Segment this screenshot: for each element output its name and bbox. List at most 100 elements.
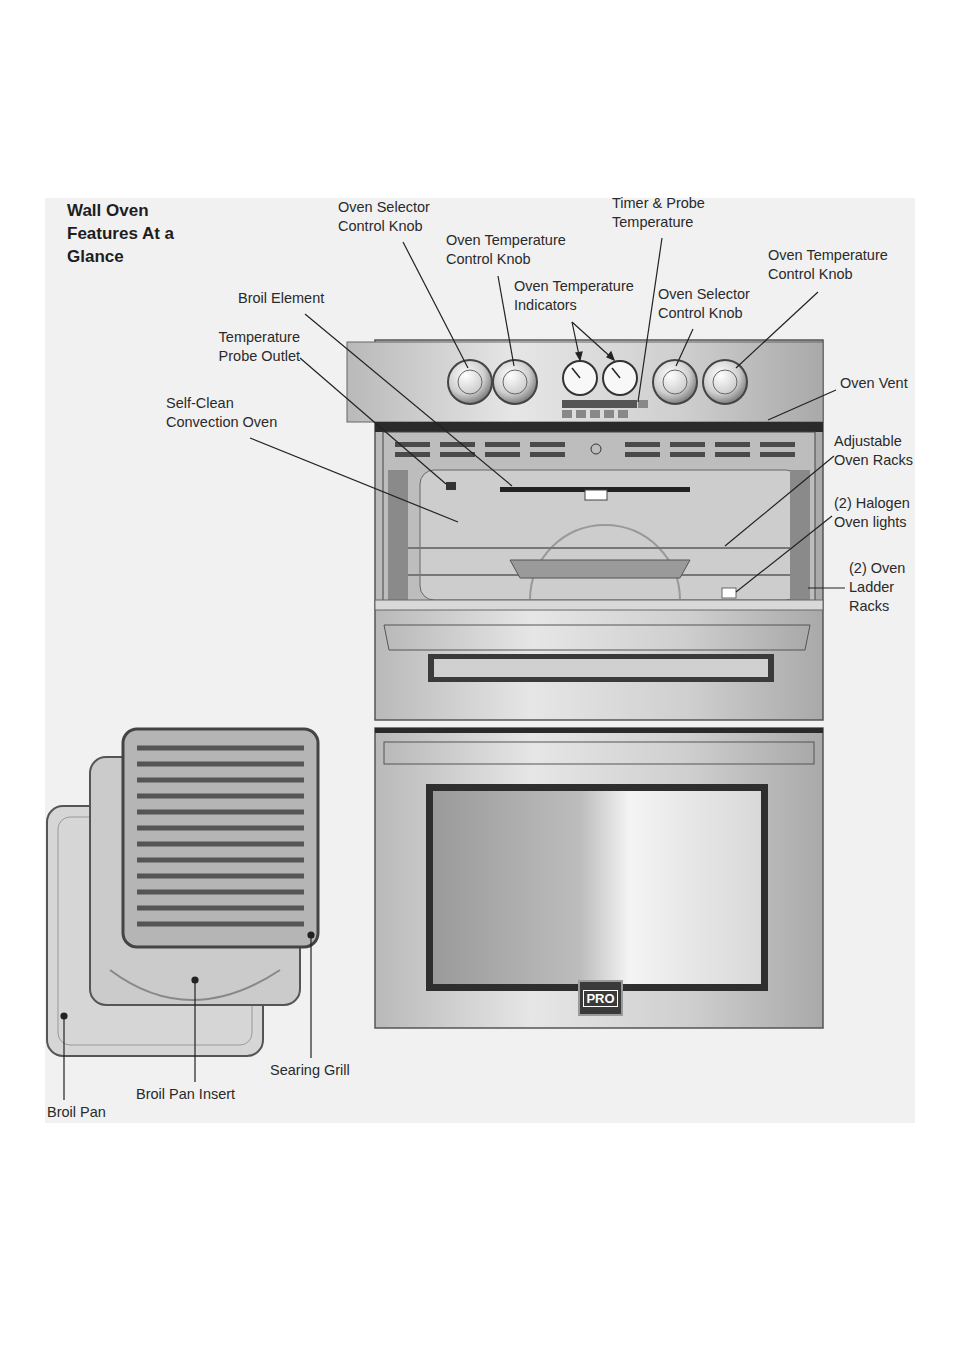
background-panel <box>45 198 915 1123</box>
gauge-needle <box>572 368 580 378</box>
part-label: Oven Temperature Indicators <box>514 277 650 315</box>
oven-vent-band <box>375 422 823 432</box>
grill-bar <box>137 842 304 847</box>
button <box>562 410 572 418</box>
part-label: (2) Oven Ladder Racks <box>849 559 921 616</box>
display <box>562 400 637 408</box>
slot <box>530 452 565 457</box>
leader-line <box>305 314 512 486</box>
slot <box>530 442 565 447</box>
part-label: Oven Temperature Control Knob <box>446 231 582 269</box>
leader-line <box>572 322 614 360</box>
grill-bar <box>137 874 304 879</box>
part-label: Oven Selector Control Knob <box>338 198 446 236</box>
cavity-back <box>420 470 800 600</box>
grill-bar <box>137 794 304 799</box>
gauge <box>603 361 637 395</box>
part-label: Broil Element <box>238 289 350 308</box>
slot <box>485 442 520 447</box>
part-label: Oven Vent <box>840 374 930 393</box>
control-knobs <box>448 360 747 404</box>
leader-line <box>736 516 832 592</box>
diagram-title: Wall Oven Features At a Glance <box>67 199 192 268</box>
leader-line <box>676 329 693 366</box>
gauge-needle <box>612 368 620 378</box>
door-top <box>375 600 823 610</box>
leader-lines <box>61 238 845 1100</box>
grill-bar <box>137 746 304 751</box>
door-window <box>428 654 774 682</box>
grill-bars <box>137 748 304 924</box>
slot <box>760 452 795 457</box>
searing-grill <box>123 729 318 947</box>
lower-oven-top <box>375 728 823 733</box>
badge-text: PRO <box>583 990 617 1007</box>
slot <box>625 442 660 447</box>
grill-bar <box>137 906 304 911</box>
part-label: Adjustable Oven Racks <box>834 432 926 470</box>
leader-dot <box>61 1013 67 1019</box>
part-label: Timer & Probe Temperature <box>612 194 724 232</box>
knob-ring <box>713 370 737 394</box>
grill-bar <box>137 922 304 927</box>
vent-slots <box>395 442 795 457</box>
arrowhead <box>576 352 582 360</box>
door-glass <box>434 659 768 677</box>
grill-bar <box>137 890 304 895</box>
part-label: Searing Grill <box>270 1061 380 1080</box>
halogen-light <box>722 588 736 598</box>
knob-ring <box>458 370 482 394</box>
brand-badge: PRO <box>578 980 623 1016</box>
part-label: (2) Halogen Oven lights <box>834 494 930 532</box>
leader-line <box>768 390 836 420</box>
leader-line <box>310 935 311 1058</box>
leader-dot <box>308 932 314 938</box>
part-label: Temperature Probe Outlet <box>198 328 300 366</box>
door-window <box>426 784 768 991</box>
oven-rack <box>400 547 800 549</box>
gauge <box>563 361 597 395</box>
ladder-rack <box>388 470 408 600</box>
grill-bar <box>137 858 304 863</box>
slot <box>440 452 475 457</box>
temperature-gauges <box>563 361 637 395</box>
button <box>618 410 628 418</box>
lower-oven-frame <box>375 728 823 1028</box>
part-label: Oven Selector Control Knob <box>658 285 766 323</box>
arrowhead <box>607 352 614 360</box>
door-handle <box>384 625 810 650</box>
timer-display <box>562 400 648 418</box>
knob-ring <box>663 370 687 394</box>
grill-bar <box>137 778 304 783</box>
knob <box>493 360 537 404</box>
slot <box>715 442 750 447</box>
leader-line <box>725 456 834 546</box>
part-label: Broil Pan <box>47 1103 137 1122</box>
part-label: Broil Pan Insert <box>136 1085 266 1104</box>
part-label: Self-Clean Convection Oven <box>166 394 292 432</box>
leader-dot <box>192 977 198 983</box>
door-handle <box>384 742 814 764</box>
door-glass <box>433 791 761 984</box>
slot <box>670 442 705 447</box>
button <box>604 410 614 418</box>
knob <box>448 360 492 404</box>
slot <box>670 452 705 457</box>
knob-ring <box>503 370 527 394</box>
button <box>638 400 648 408</box>
broil-pan-set <box>47 729 318 1056</box>
leader-line <box>194 980 195 1082</box>
part-label: Oven Temperature Control Knob <box>768 246 904 284</box>
slot <box>485 452 520 457</box>
slot <box>625 452 660 457</box>
knob <box>653 360 697 404</box>
knob <box>703 360 747 404</box>
slot <box>440 442 475 447</box>
probe-outlet <box>446 482 456 490</box>
grill-bar <box>137 826 304 831</box>
slot <box>760 442 795 447</box>
leader-line <box>736 292 818 368</box>
leader-line <box>498 276 514 366</box>
grill-bar <box>137 810 304 815</box>
